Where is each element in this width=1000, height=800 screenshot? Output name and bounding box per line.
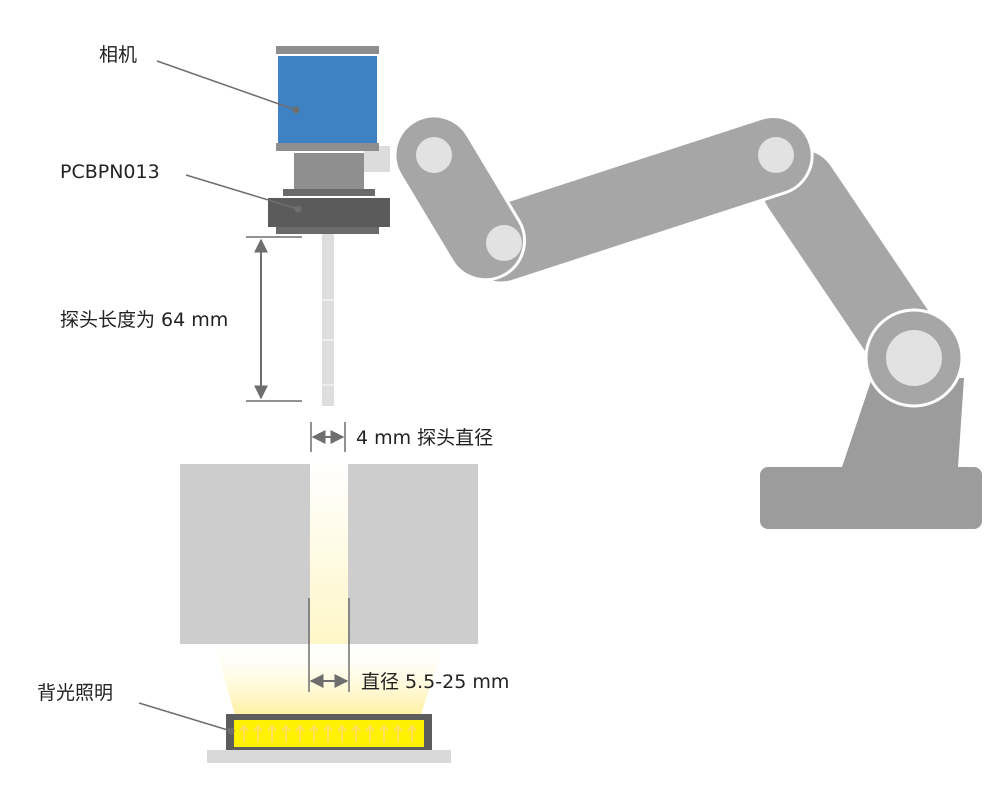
probe-length-label: 探头长度为 64 mm xyxy=(60,309,228,331)
bore-hole xyxy=(310,464,348,644)
lens-bottom-plate xyxy=(276,227,379,234)
backlight-assembly xyxy=(207,644,451,763)
camera-top-plate xyxy=(276,46,379,54)
lens-collar xyxy=(283,189,375,196)
probe-length-dimension xyxy=(246,236,302,402)
shoulder-joint-cap xyxy=(886,330,942,386)
backlight-label: 背光照明 xyxy=(37,682,113,704)
light-platform xyxy=(207,750,451,763)
robot-arm xyxy=(364,114,982,529)
camera-label: 相机 xyxy=(99,44,137,66)
probe-diameter-label: 4 mm 探头直径 xyxy=(356,427,493,449)
lens-ring xyxy=(268,198,390,227)
robot-base xyxy=(760,467,982,529)
wrist-joint-cap xyxy=(416,137,452,173)
camera-leader xyxy=(156,60,297,111)
workpiece xyxy=(180,464,478,644)
lower-wrist-joint-cap xyxy=(486,225,522,261)
lens-upper xyxy=(294,153,364,189)
probe xyxy=(322,234,334,406)
lens-label: PCBPN013 xyxy=(60,161,160,183)
camera-bottom-plate xyxy=(276,143,379,151)
camera-body xyxy=(278,56,377,143)
bore-diameter-dimension xyxy=(308,598,350,692)
camera-assembly xyxy=(268,46,390,406)
backlight-leader xyxy=(138,702,232,732)
probe-diameter-dimension xyxy=(310,422,346,452)
workpiece-left xyxy=(180,464,310,644)
elbow-joint-cap xyxy=(758,137,794,173)
bore-diameter-label: 直径 5.5-25 mm xyxy=(361,671,509,693)
workpiece-right xyxy=(348,464,478,644)
light-rays xyxy=(239,724,417,742)
lens-leader xyxy=(185,174,299,210)
leader-lines xyxy=(138,60,302,735)
